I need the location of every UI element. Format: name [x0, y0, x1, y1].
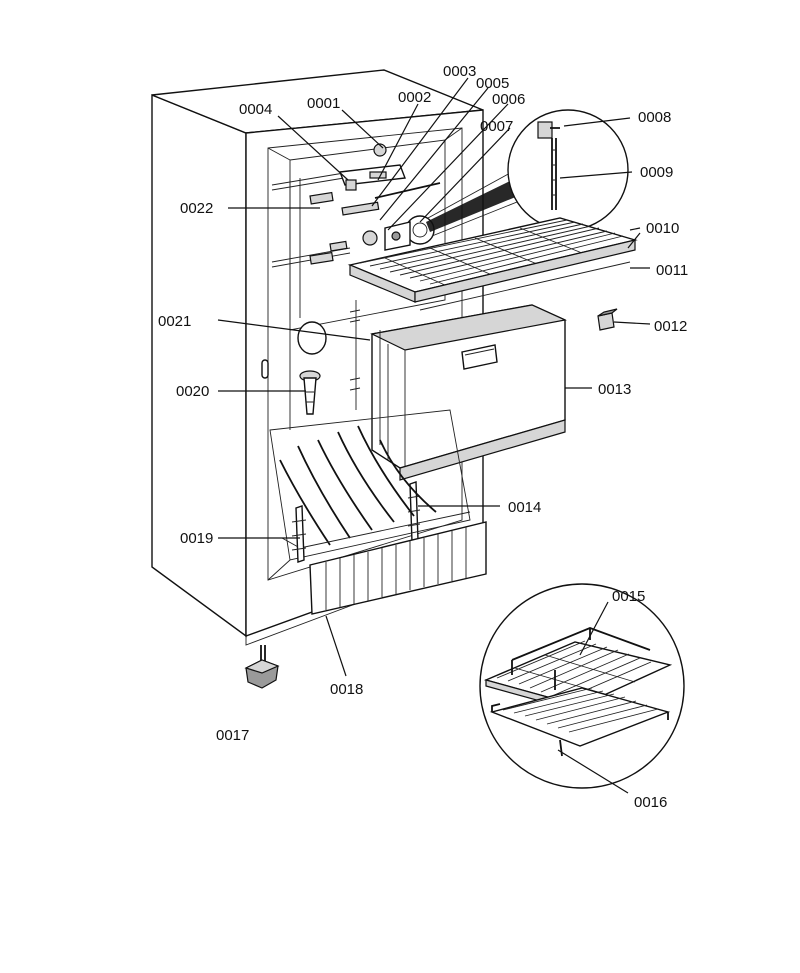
label-0013: 0013: [598, 381, 631, 398]
label-0021: 0021: [158, 313, 191, 330]
detail-beam: [426, 171, 523, 237]
label-0005: 0005: [476, 75, 509, 92]
label-0003: 0003: [443, 63, 476, 80]
wire-rack-detail-circle: [479, 583, 685, 789]
label-0016: 0016: [634, 794, 667, 811]
leveling-foot: [244, 645, 280, 689]
thermostat-assembly: [339, 143, 441, 251]
label-0019: 0019: [180, 530, 213, 547]
label-0011: 0011: [656, 262, 688, 279]
label-0014: 0014: [508, 499, 541, 516]
label-0006: 0006: [492, 91, 525, 108]
label-0009: 0009: [640, 164, 673, 181]
top-wire-shelf: [347, 217, 638, 311]
bottom-grille-panel: [309, 521, 487, 615]
label-0017: 0017: [216, 727, 249, 744]
label-0015: 0015: [612, 588, 645, 605]
label-0012: 0012: [654, 318, 687, 335]
label-0018: 0018: [330, 681, 363, 698]
lower-side-bracket: [291, 505, 307, 563]
label-0010: 0010: [646, 220, 679, 237]
thermostat-detail-circle: [507, 109, 629, 231]
bottom-wire-rack: [269, 409, 471, 561]
part-labels: 0004 0001 0002 0003 0005 0006 0007 0008 …: [158, 63, 688, 811]
label-0022: 0022: [180, 200, 213, 217]
freezer-compartment-door: [349, 300, 567, 481]
label-0001: 0001: [307, 95, 340, 112]
label-0008: 0008: [638, 109, 671, 126]
rear-wall-opening: [297, 321, 327, 355]
drain-plug: [299, 370, 321, 415]
label-0020: 0020: [176, 383, 209, 400]
label-0002: 0002: [398, 89, 431, 106]
leader-lines: [217, 77, 651, 794]
label-0007: 0007: [480, 118, 513, 135]
label-0004: 0004: [239, 101, 272, 118]
liner-rails: [261, 171, 380, 379]
small-block-part: [597, 308, 618, 331]
